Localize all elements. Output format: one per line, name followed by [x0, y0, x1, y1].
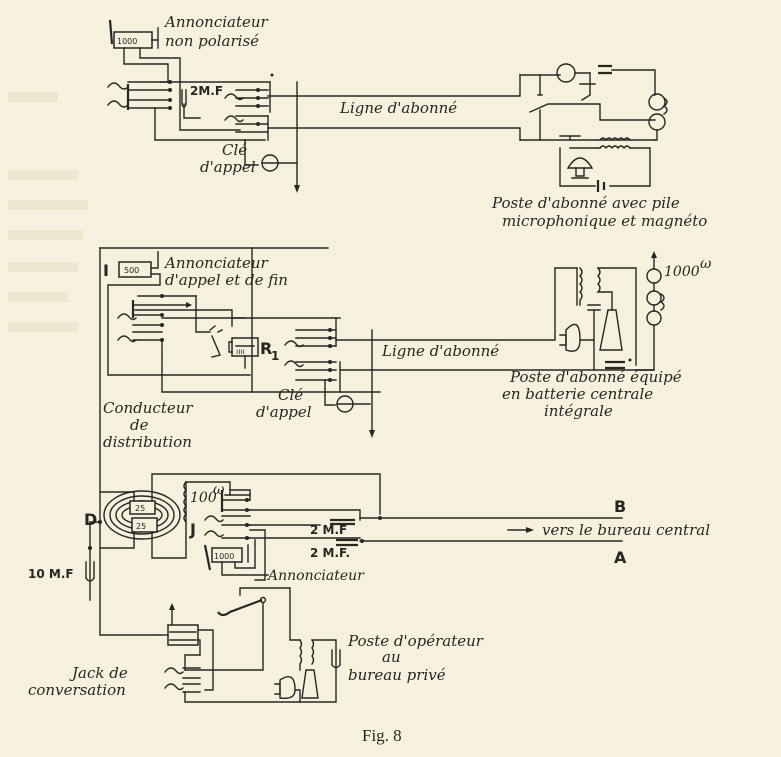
capacitor-2mf-top [181, 89, 201, 119]
relay-subscript: 1 [271, 349, 279, 363]
capacitor-upper-label: 2 M.F [310, 523, 347, 537]
jack-top [107, 80, 172, 110]
marker-i: I [103, 261, 109, 280]
operator-station [159, 587, 341, 703]
key-label-2: d'appel [200, 158, 256, 176]
annunciator-label: Annonciateur [163, 254, 269, 272]
operator-label: Poste d'opérateur [347, 632, 484, 650]
station-label-3: intégrale [544, 402, 613, 420]
line-a-label: A [614, 548, 627, 567]
resistance-100: 100 [190, 490, 217, 506]
annunciator-label: Annonciateur [266, 568, 365, 584]
conductor-label-2: de [130, 416, 149, 434]
annunciator-label: Annonciateur [163, 13, 269, 31]
line-label-top: Ligne d'abonné [339, 99, 457, 117]
relay-coil-glyph: ıııı [236, 347, 245, 356]
subscriber-station-magneto [519, 63, 668, 192]
station-label: Poste d'abonné avec pile [491, 194, 680, 212]
subscriber-station-central-battery [559, 251, 665, 371]
station-label: Poste d'abonné équipé [509, 368, 682, 386]
capacitor-lower-label: 2 M.F. [310, 546, 350, 560]
marker-d: D [84, 510, 97, 529]
conductor-label-3: distribution [103, 433, 192, 451]
conductor-label: Conducteur [103, 399, 193, 417]
figure-caption: Fig. 8 [362, 726, 402, 745]
resistance-unit: ω [700, 256, 712, 272]
direction-label: vers le bureau central [542, 521, 710, 539]
capacitor-label: 2M.F [190, 84, 223, 98]
call-key-top [224, 81, 271, 141]
key-label: Clé [222, 141, 247, 159]
annunciator-non-polarise: 1000 [108, 19, 159, 49]
resistance-unit: ω [213, 482, 225, 498]
repeat-coil: 25 25 [99, 473, 381, 559]
circuit-bottom: D 10 M.F 25 25 100 ω J [28, 473, 710, 703]
key-label: Clé [278, 386, 303, 404]
line-label-middle: Ligne d'abonné [381, 342, 499, 360]
key-label-2: d'appel [256, 403, 312, 421]
annunciator-bottom: 1000 [203, 539, 269, 576]
capacitor-10mf-label: 10 M.F [28, 567, 74, 581]
circuit-middle: I 500 Annonciateur d'appel et de fin [99, 247, 712, 636]
resistance-1000: 1000 [664, 264, 700, 280]
marker-j: J [189, 520, 196, 539]
relay-r1: ıııı [209, 325, 259, 369]
station-label-2: microphonique et magnéto [502, 212, 707, 230]
jack-middle [117, 294, 381, 393]
station-label-2: en batterie centrale [502, 385, 653, 403]
annunciator-value: 1000 [117, 37, 137, 46]
capacitor-2mf-pair [330, 518, 358, 547]
jack-j [204, 489, 361, 581]
jack-label-2: conversation [28, 681, 126, 699]
coil-lower-value: 25 [136, 522, 146, 531]
relay-label: R [260, 339, 272, 358]
page-bleed-through [8, 92, 88, 332]
circuit-top: 1000 Annonciateur non polarisé 2M.F [107, 13, 707, 230]
annunciator-label-2: d'appel et de fin [165, 271, 288, 289]
call-key-middle [284, 317, 341, 393]
annunciator-bottom-value: 1000 [214, 552, 234, 561]
annunciator-500-value: 500 [124, 266, 139, 275]
operator-label-2: au [382, 648, 401, 666]
jack-label: Jack de [69, 664, 128, 682]
annunciator-label-2: non polarisé [165, 32, 259, 50]
operator-label-3: bureau privé [348, 666, 446, 684]
coil-upper-value: 25 [135, 504, 145, 513]
line-b-label: B [614, 497, 626, 516]
